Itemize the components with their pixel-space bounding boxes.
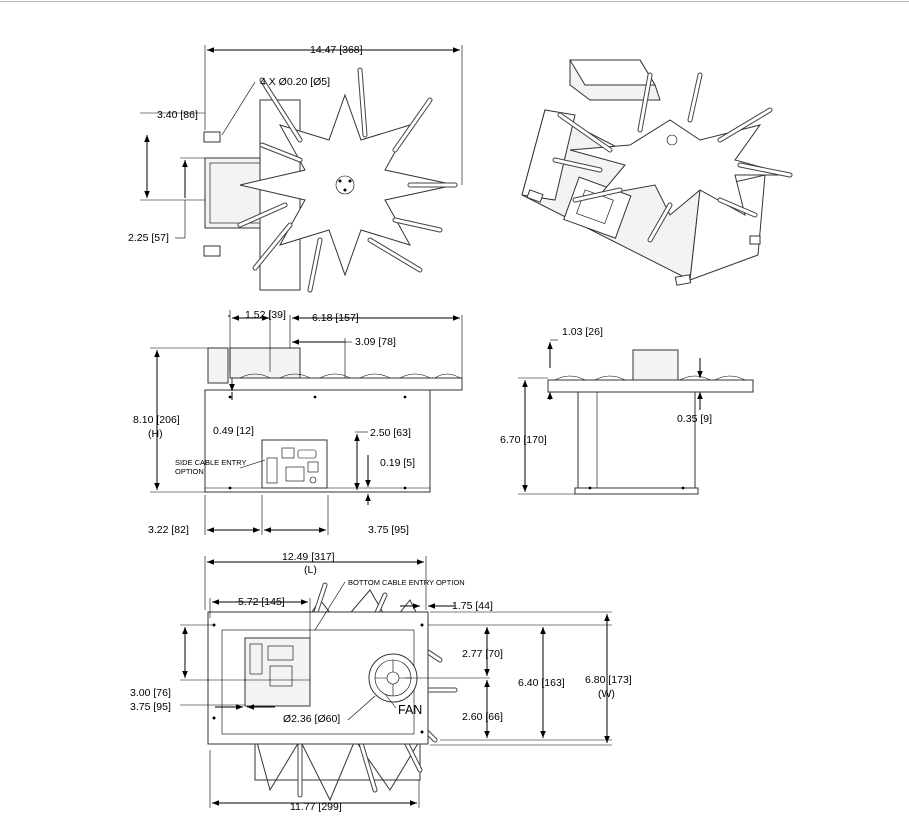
dim-6-18-label: 6.18 [157] xyxy=(312,312,359,324)
dim-2-60-label: 2.60 [66] xyxy=(462,711,503,723)
overall-width-label: 14.47 [368] xyxy=(310,44,363,56)
dim-0-49-label: 0.49 [12] xyxy=(213,425,254,437)
dim-1-03-label: 1.03 [26] xyxy=(562,326,603,338)
dim-3-22-label: 3.22 [82] xyxy=(148,524,189,536)
dim-3-40-label: 3.40 [86] xyxy=(157,109,198,121)
dim-11-77-label: 11.77 [299] xyxy=(290,801,342,813)
dim-2-77-label: 2.77 [70] xyxy=(462,648,503,660)
bottom-cable-entry-label: BOTTOM CABLE ENTRY OPTION xyxy=(348,578,465,587)
width-tag: (W) xyxy=(598,688,615,700)
top-view: 14.47 [368] 4 X Ø0.20 [Ø5] 3.40 [86] 2.2… xyxy=(128,44,463,293)
height-label: 8.10 [206] xyxy=(133,414,180,426)
dim-1-52-label: 1.52 [39] xyxy=(245,309,286,321)
dim-3-09-label: 3.09 [78] xyxy=(355,336,396,348)
bottom-view: 12.49 [317] (L) BOTTOM CABLE ENTRY OPTIO… xyxy=(130,551,632,813)
isometric-view xyxy=(521,59,793,286)
dim-1-75-label: 1.75 [44] xyxy=(452,600,493,612)
bottom-connector-panel xyxy=(244,637,311,707)
length-label: 12.49 [317] xyxy=(282,551,335,563)
side-cable-entry-option: OPTION xyxy=(175,467,204,476)
dim-3-00-label: 3.00 [76] xyxy=(130,687,171,699)
side-view: 1.03 [26] 6.70 [170] 0.35 [9] xyxy=(500,326,754,495)
dim-2-25-label: 2.25 [57] xyxy=(128,232,169,244)
mount-tab xyxy=(203,245,221,257)
holes-label: 4 X Ø0.20 [Ø5] xyxy=(260,76,330,88)
dim-0-19-label: 0.19 [5] xyxy=(380,457,415,469)
iso-gripper-arms xyxy=(552,72,793,243)
height-tag: (H) xyxy=(148,428,163,440)
dim-5-72-label: 5.72 [145] xyxy=(238,596,285,608)
dim-6-70-label: 6.70 [170] xyxy=(500,434,547,446)
length-tag: (L) xyxy=(304,564,317,576)
side-cable-entry-label: SIDE CABLE ENTRY xyxy=(175,458,247,467)
width-label: 6.80 [173] xyxy=(585,674,632,686)
dim-3-75-bottom-label: 3.75 [95] xyxy=(130,701,171,713)
fan-label: FAN xyxy=(398,703,422,717)
side-body xyxy=(577,391,696,493)
dim-3-75-front-label: 3.75 [95] xyxy=(368,524,409,536)
dim-2-50-label: 2.50 [63] xyxy=(370,427,411,439)
dim-0-35-label: 0.35 [9] xyxy=(677,413,712,425)
dim-6-40-label: 6.40 [163] xyxy=(518,677,565,689)
mount-tab xyxy=(203,131,221,143)
iso-star-plate xyxy=(569,119,791,216)
fan-diameter-label: Ø2.36 [Ø60] xyxy=(283,713,340,725)
gripper-arms xyxy=(237,67,458,293)
front-view: 1.52 [39] 6.18 [157] 3.09 [78] 8.10 [206… xyxy=(133,309,463,536)
